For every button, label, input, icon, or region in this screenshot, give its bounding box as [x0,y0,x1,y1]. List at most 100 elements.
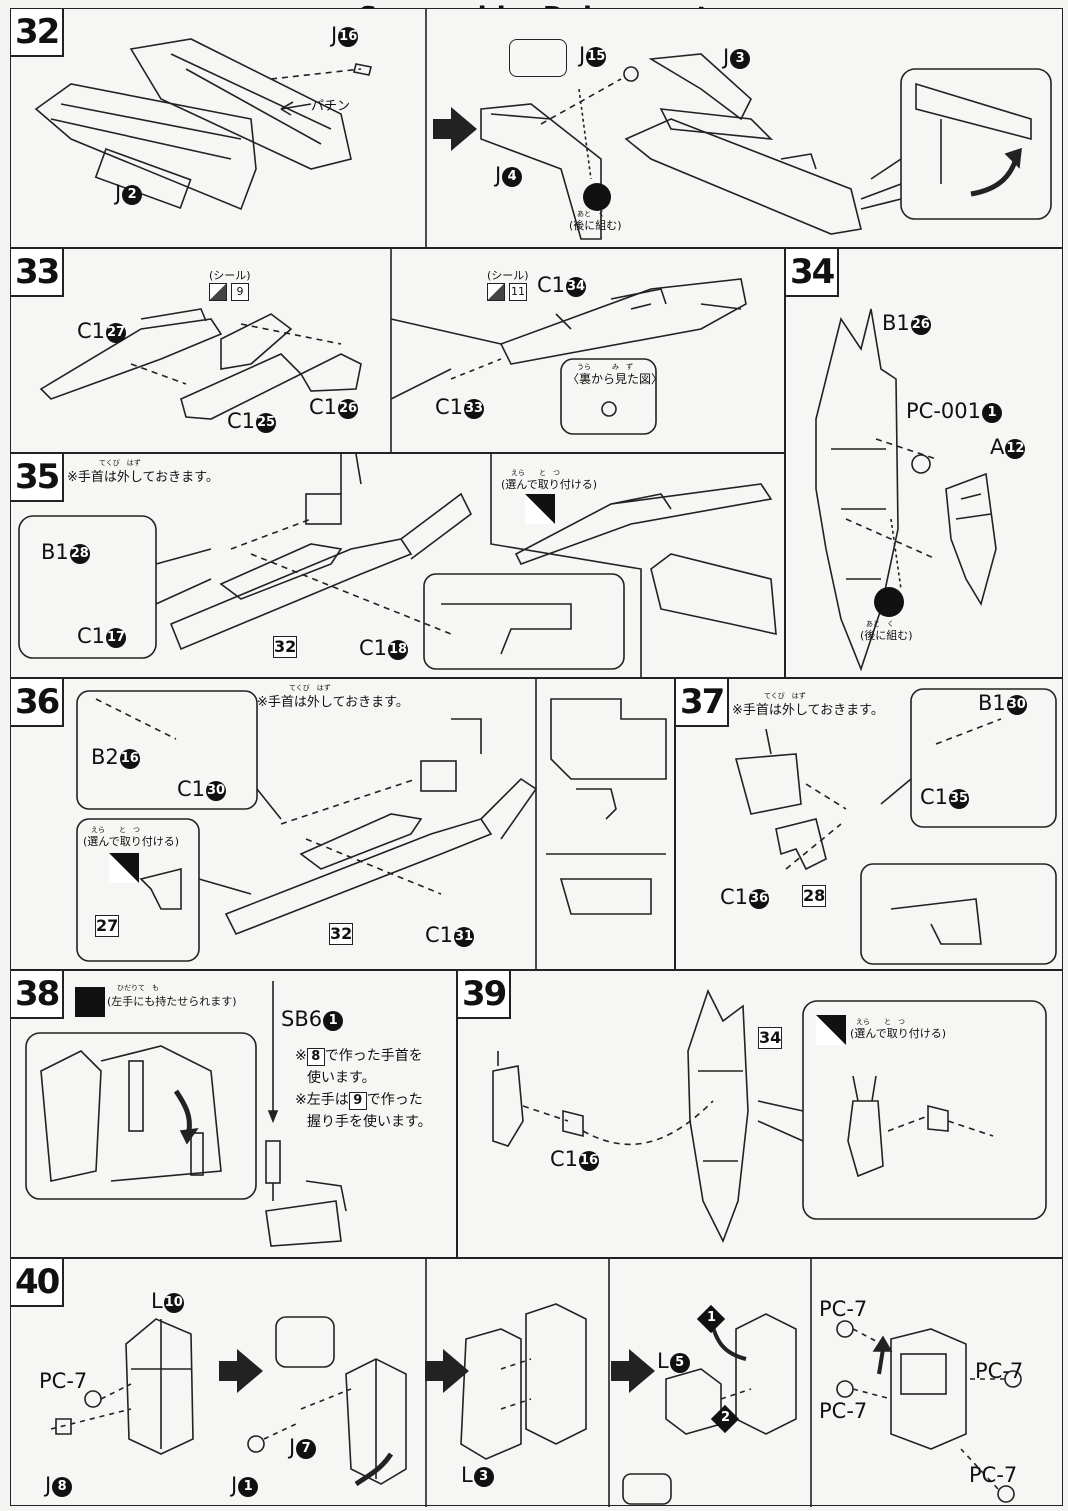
left-hand-ruby: ひだりて も [117,984,159,992]
step-36-illustration [76,679,667,971]
later-assembly-icon [583,183,611,211]
wrist-note-ruby: てくび はず [764,692,806,700]
sticker-label-2: (シール) [487,269,529,282]
sticker-icon-1 [209,283,227,301]
later-ruby: あと く [577,210,605,218]
sticker-number-9: 9 [231,283,249,301]
step-37-illustration [734,688,1057,965]
step-36-number: 36 [11,679,65,727]
wrist-note: ※手首は外しておきます。 [257,695,409,710]
step-40-number: 40 [11,1259,65,1307]
sticker-icon-2 [487,283,505,301]
part-label-pc7-d: PC-7 [819,1399,868,1423]
step-ref-32: 32 [329,923,353,945]
part-label-pc7-c: PC-7 [975,1359,1024,1383]
step-39-number: 39 [458,971,512,1019]
back-view-label: 〈裏から見た図〉 [567,372,664,386]
step-40-panel: 40 [10,1258,1063,1507]
choose-icon [525,494,555,524]
wrist-note-ruby: てくび はず [99,459,141,467]
step-ref-28: 28 [802,885,826,907]
step-33-number: 33 [11,249,65,297]
part-orientation-hint [509,39,567,77]
flow-arrow [611,1349,655,1393]
step-ref-27: 27 [95,915,119,937]
step-38-number: 38 [11,971,65,1019]
hand-swap-icon [75,987,105,1017]
step-35-number: 35 [11,454,65,502]
step-ref-34: 34 [758,1027,782,1049]
wrist-note-ruby: てくび はず [289,684,331,692]
step-34-number: 34 [786,249,840,297]
choose-ruby: えら と つ [91,826,140,834]
flow-arrow [219,1349,263,1393]
step-37-number: 37 [676,679,730,727]
step-35-illustration [18,454,777,679]
instruction-line-4: 握り手を使います。 [307,1114,432,1130]
choose-label: (選んで取り付ける) [83,835,180,848]
left-hand-note: (左手にも持たせられます) [107,995,237,1008]
step-ref-8: 8 [306,1048,325,1066]
step-35-panel: 35 てくび はず ※手首は外しておきます。 [10,453,785,679]
step-39-illustration [492,988,1047,1243]
later-ruby: あと く [866,620,894,628]
wrist-note: ※手首は外しておきます。 [732,703,884,718]
part-label-pc7-a: PC-7 [39,1369,88,1393]
step-34-illustration [815,308,997,672]
later-assembly-label: (後に組む) [569,219,622,232]
step-40-illustration [50,1259,1022,1507]
step-order-2: 2 [721,1410,731,1425]
back-view-ruby: うら み ず [577,363,633,371]
choose-icon [816,1015,846,1045]
flow-arrow [425,1349,469,1393]
snap-label: パチン [311,99,351,114]
step-32-number: 32 [11,9,65,57]
later-assembly-label: (後に組む) [860,629,913,642]
sticker-label-1: (シール) [209,269,251,282]
step-order-1: 1 [707,1310,717,1325]
step-36-panel: 36 てくび はず [10,678,675,971]
choose-label: (選んで取り付ける) [850,1027,947,1040]
part-label-pc7-e: PC-7 [969,1463,1018,1487]
wrist-note: ※手首は外しておきます。 [67,470,219,485]
step-33-illustration [39,249,747,454]
step-ref-9: 9 [348,1092,367,1110]
sticker-number-11: 11 [509,283,527,301]
step-32-illustration [34,9,1052,249]
part-label-pc7-b: PC-7 [819,1297,868,1321]
choose-ruby: えら と つ [511,469,560,477]
instruction-line-2: 使います。 [307,1070,376,1086]
choose-ruby: えら と つ [856,1018,905,1026]
choose-label: (選んで取り付ける) [501,478,598,491]
